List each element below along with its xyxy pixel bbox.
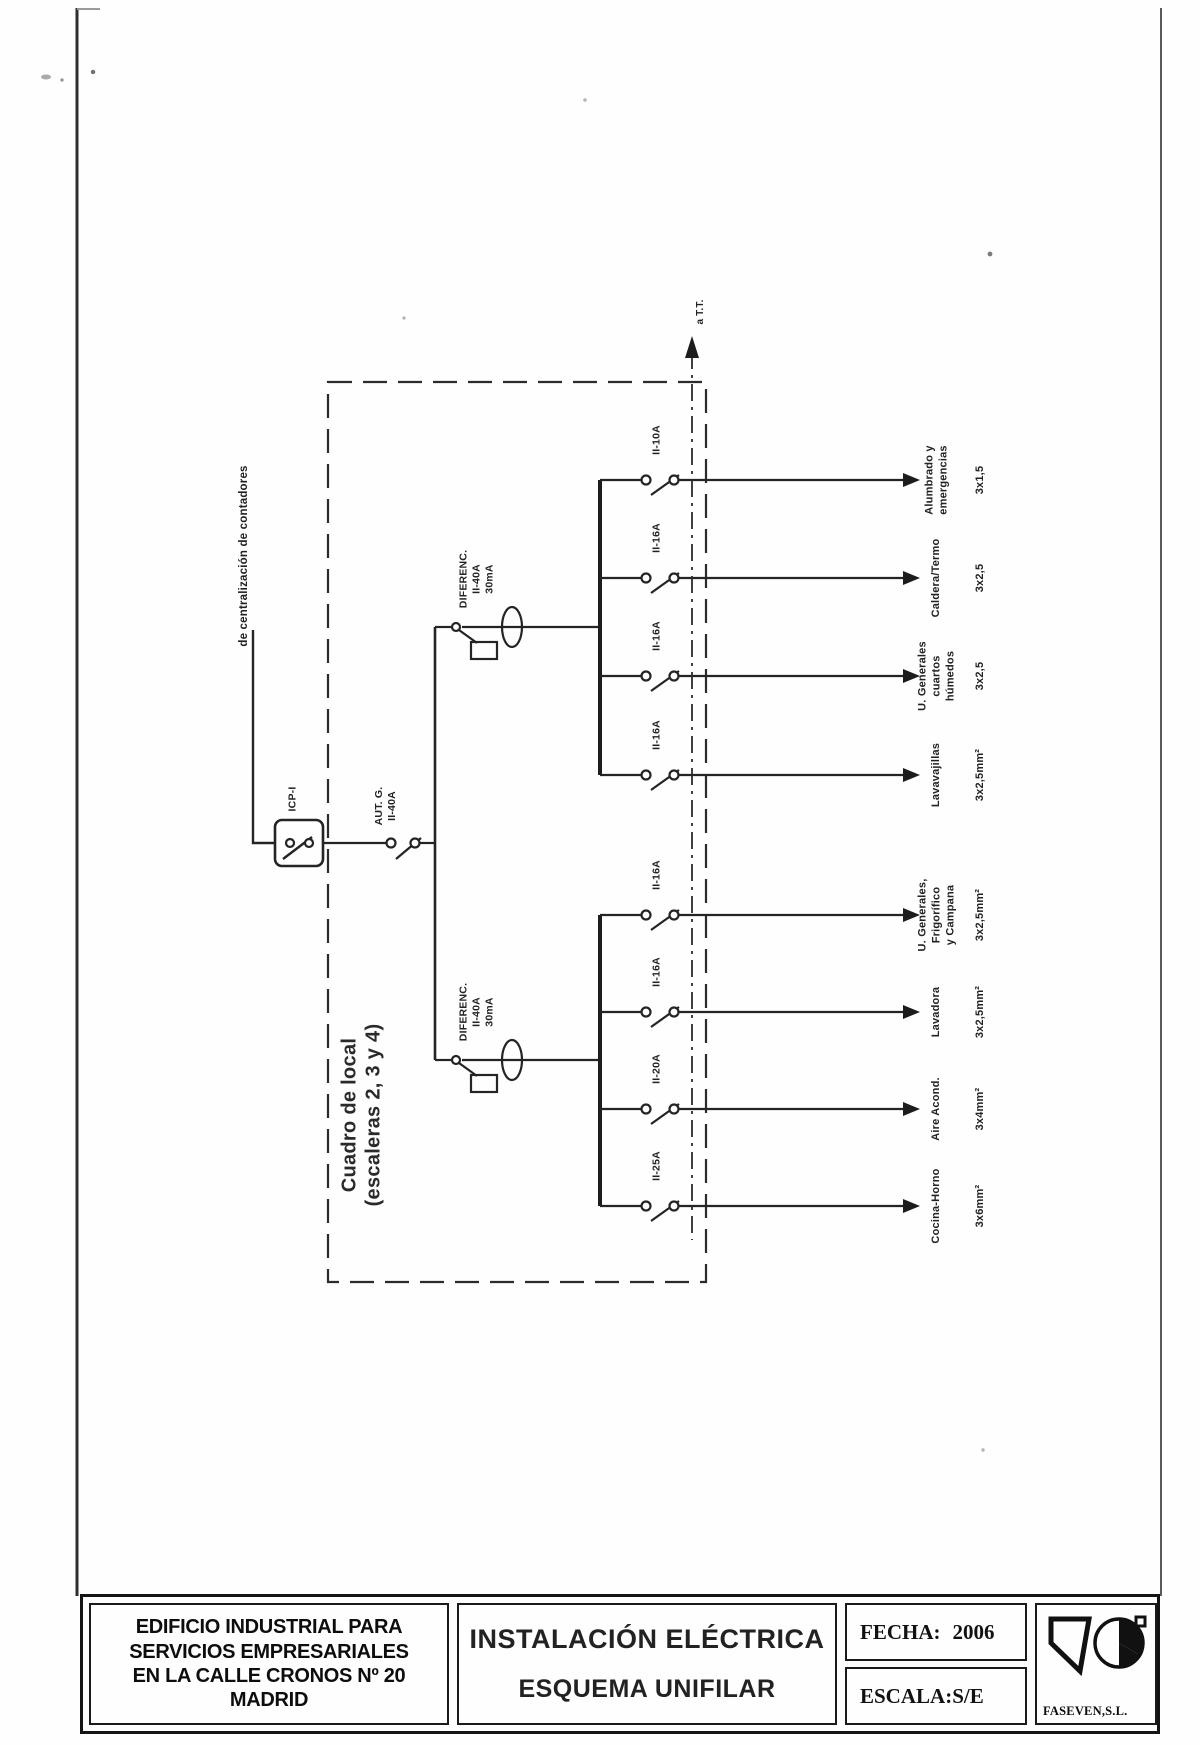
- circuit-name-label-2: Caldera/Termo: [930, 538, 943, 618]
- branch-circuit-2: [598, 569, 922, 595]
- fecha-label: FECHA:: [860, 1619, 941, 1644]
- circuit-name-label-5: U. Generales, Frigorífico y Campana: [916, 878, 956, 952]
- breaker-rating-label-5: II-16A: [650, 860, 663, 890]
- board-enclosure-dashed-box: [326, 380, 708, 1284]
- icp-switch: [273, 818, 325, 868]
- branch-circuit-6: [598, 1003, 922, 1029]
- circuit-cable-label-2: 3x2,5: [974, 563, 987, 593]
- drawing-title-cell: INSTALACIÓN ELÉCTRICA ESQUEMA UNIFILAR: [457, 1603, 837, 1725]
- title-block: EDIFICIO INDUSTRIAL PARA SERVICIOS EMPRE…: [80, 1594, 1160, 1734]
- branch-circuit-1: [598, 471, 922, 497]
- earth-label: a T.T.: [694, 299, 706, 325]
- main-switch-label: AUT. G. II-40A: [372, 786, 398, 826]
- circuit-name-label-3: U. Generales cuartos húmedos: [916, 641, 956, 711]
- circuit-cable-label-7: 3x4mm²: [974, 1087, 987, 1131]
- breaker-rating-label-3: II-16A: [650, 621, 663, 651]
- circuit-name-label-7: Aire Acond.: [930, 1077, 943, 1141]
- circuit-name-label-4: Lavavajillas: [930, 742, 943, 808]
- breaker-rating-label-8: II-25A: [650, 1151, 663, 1181]
- sheet-border: [75, 8, 1162, 1596]
- circuit-cable-label-4: 3x2,5mm²: [974, 748, 987, 802]
- branch-circuit-5: [598, 906, 922, 932]
- fecha-value: 2006: [952, 1619, 995, 1644]
- escala-cell: ESCALA: S/E: [845, 1667, 1027, 1725]
- earth-arrow: [685, 336, 699, 358]
- circuit-cable-label-5: 3x2,5mm²: [974, 888, 987, 942]
- incoming-feeder-label: de centralización de contadores: [237, 465, 250, 647]
- company-logo-icon: [1048, 1615, 1147, 1677]
- breaker-rating-label-2: II-16A: [650, 523, 663, 553]
- breaker-rating-label-4: II-16A: [650, 720, 663, 750]
- breaker-rating-label-1: II-10A: [650, 425, 663, 455]
- circuit-cable-label-3: 3x2,5: [974, 661, 987, 691]
- circuit-name-label-8: Cocina-Horno: [930, 1168, 943, 1244]
- icp-label: ICP-I: [286, 786, 299, 812]
- breaker-rating-label-7: II-20A: [650, 1054, 663, 1084]
- rcd-bottom-label: DIFERENC. II-40A 30mA: [457, 982, 496, 1042]
- board-label: Cuadro de local (escaleras 2, 3 y 4): [338, 1023, 385, 1207]
- branch-circuit-3: [598, 667, 922, 693]
- circuit-cable-label-8: 3x6mm²: [974, 1184, 987, 1228]
- main-switch-aut-g: [385, 837, 435, 860]
- fecha-cell: FECHA: 2006: [845, 1603, 1027, 1661]
- rcd-top-symbol: [433, 605, 602, 661]
- circuit-cable-label-6: 3x2,5mm²: [974, 985, 987, 1039]
- circuit-name-label-6: Lavadora: [930, 986, 943, 1038]
- circuit-cable-label-1: 3x1,5: [974, 465, 987, 495]
- breaker-rating-label-6: II-16A: [650, 957, 663, 987]
- rcd-bottom-symbol: [433, 1038, 602, 1094]
- project-title: EDIFICIO INDUSTRIAL PARA SERVICIOS EMPRE…: [89, 1603, 449, 1725]
- incoming-feeder-line: [251, 630, 275, 845]
- branch-circuit-4: [598, 766, 922, 792]
- branch-circuit-8: [598, 1197, 922, 1223]
- drawing-title-line2: ESQUEMA UNIFILAR: [518, 1674, 776, 1703]
- circuit-name-label-1: Alumbrado y emergencias: [923, 445, 949, 515]
- escala-label: ESCALA:: [860, 1683, 953, 1708]
- escala-value: S/E: [952, 1683, 984, 1708]
- drawing-title-line1: INSTALACIÓN ELÉCTRICA: [469, 1624, 825, 1655]
- scan-specks: [41, 69, 993, 1452]
- company-cell: FASEVEN,S.L.: [1035, 1603, 1157, 1725]
- company-name: FASEVEN,S.L.: [1043, 1704, 1128, 1718]
- earth-line: [685, 336, 699, 1240]
- rcd-top-label: DIFERENC. II-40A 30mA: [457, 549, 496, 609]
- branch-circuit-7: [598, 1100, 922, 1126]
